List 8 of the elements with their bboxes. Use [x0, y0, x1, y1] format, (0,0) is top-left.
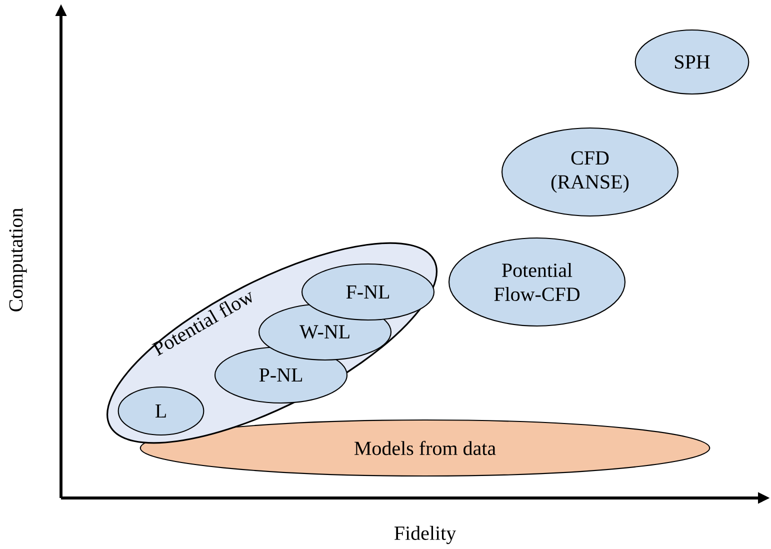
ellipse-node: L	[118, 386, 204, 436]
ellipse-node: SPH	[634, 29, 750, 95]
ellipse-node: Potential Flow-CFD	[448, 237, 626, 327]
axis-label: Computation	[9, 208, 27, 312]
ellipse-node: CFD (RANSE)	[501, 127, 679, 217]
ellipse-node: Models from data	[140, 419, 710, 477]
axis-label: Fidelity	[394, 526, 456, 544]
ellipse-node: F-NL	[301, 263, 435, 321]
